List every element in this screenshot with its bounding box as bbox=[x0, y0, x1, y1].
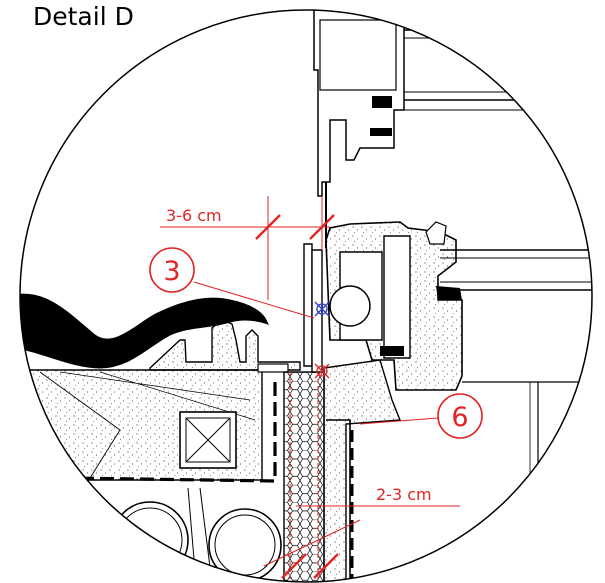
timber-batten bbox=[179, 411, 237, 469]
sill-block bbox=[323, 359, 402, 582]
dimension-top: 3-6 cm bbox=[160, 196, 335, 300]
detail-title: Detail D bbox=[33, 2, 134, 31]
window-frame bbox=[325, 221, 463, 391]
callout-3-label: 3 bbox=[163, 256, 180, 287]
insulation-column bbox=[283, 371, 325, 582]
roof-covering bbox=[20, 293, 269, 369]
dimension-bottom-label: 2-3 cm bbox=[376, 485, 432, 504]
callout-3: 3 bbox=[149, 247, 315, 319]
membrane-dashed bbox=[20, 380, 277, 483]
fixing-anchors bbox=[314, 301, 330, 379]
upper-sash bbox=[313, 10, 592, 248]
drain-pipes bbox=[111, 487, 282, 582]
dimension-bottom: 2-3 cm bbox=[263, 485, 460, 579]
sill-profile bbox=[149, 319, 301, 373]
dimension-top-label: 3-6 cm bbox=[166, 206, 222, 225]
callout-6: 6 bbox=[359, 393, 483, 439]
detail-circle bbox=[19, 9, 593, 583]
callout-6-label: 6 bbox=[451, 402, 468, 433]
